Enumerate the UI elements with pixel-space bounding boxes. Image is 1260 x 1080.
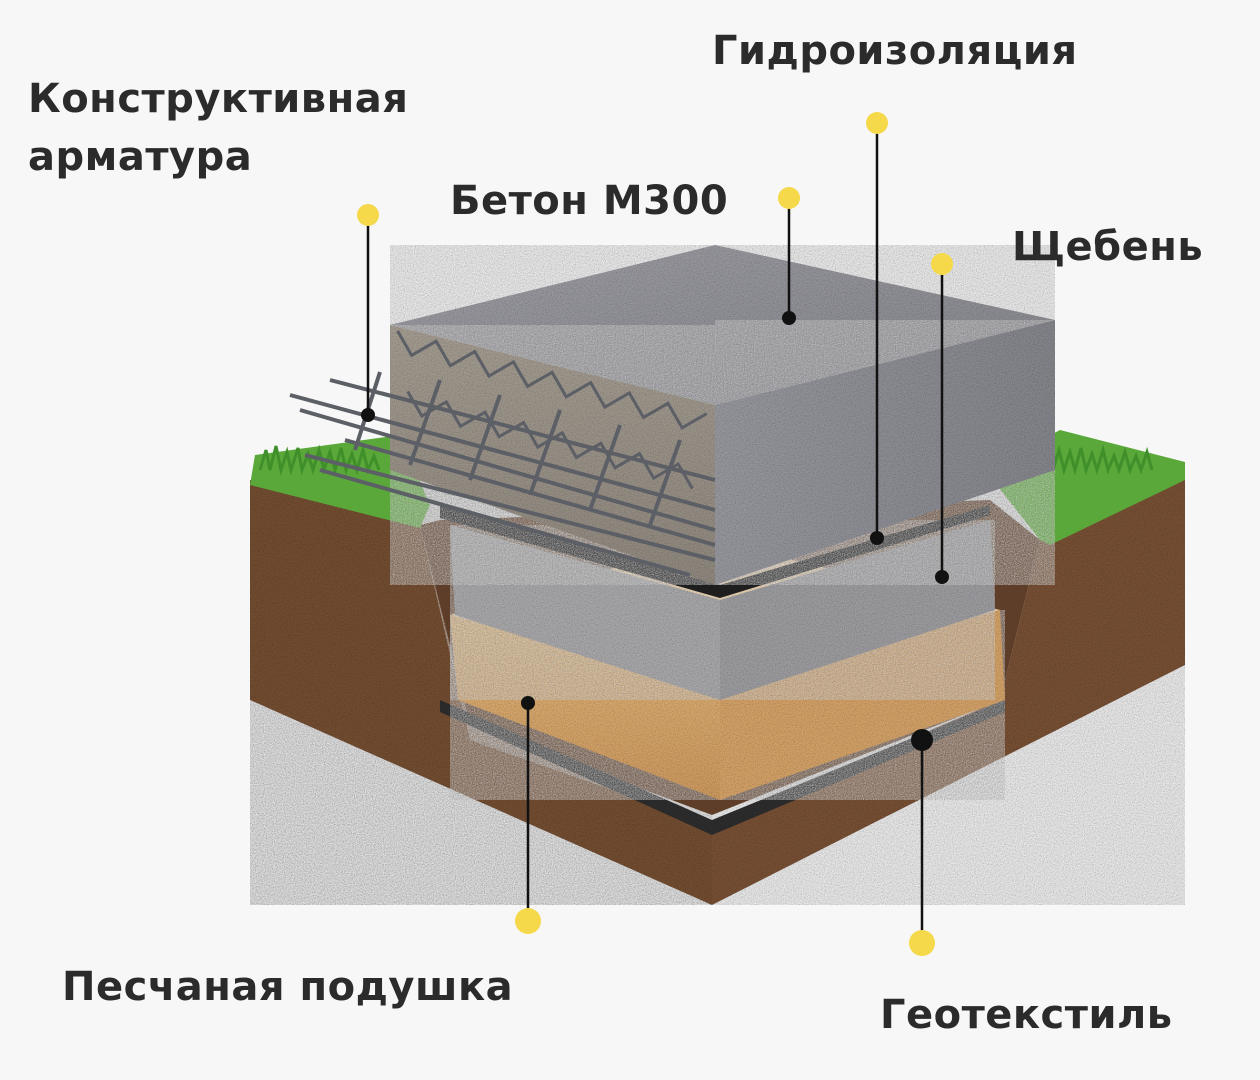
sand-marker-dot bbox=[515, 908, 541, 934]
concrete-label: Бетон М300 bbox=[450, 178, 729, 224]
rebar-marker-dot bbox=[357, 204, 379, 226]
waterproofing-marker-dot bbox=[866, 112, 888, 134]
gravel-layer bbox=[450, 520, 995, 700]
concrete-side bbox=[715, 320, 1055, 585]
sand-cushion-label: Песчаная подушка bbox=[62, 964, 514, 1010]
geotextile-marker-dot bbox=[909, 930, 935, 956]
waterproofing-label: Гидроизоляция bbox=[712, 28, 1078, 74]
rebar-label-line2: арматура bbox=[28, 134, 253, 180]
soil-right-side bbox=[712, 470, 1185, 905]
gravel-front bbox=[450, 525, 720, 700]
gravel-side bbox=[720, 520, 995, 700]
rebar-cage bbox=[289, 330, 716, 577]
rebar-label: Конструктивная арматура bbox=[28, 70, 488, 186]
concrete-top bbox=[390, 245, 1055, 405]
sand-side bbox=[720, 610, 1005, 800]
rebar-label-line1: Конструктивная bbox=[28, 76, 409, 122]
concrete-marker-dot bbox=[778, 187, 800, 209]
geotextile-label: Геотекстиль bbox=[880, 992, 1173, 1038]
gravel-marker-dot bbox=[931, 253, 953, 275]
gravel-label: Щебень bbox=[1012, 224, 1204, 270]
sand-front bbox=[450, 615, 720, 800]
soil-front-lower bbox=[250, 480, 712, 905]
callouts bbox=[357, 112, 953, 956]
